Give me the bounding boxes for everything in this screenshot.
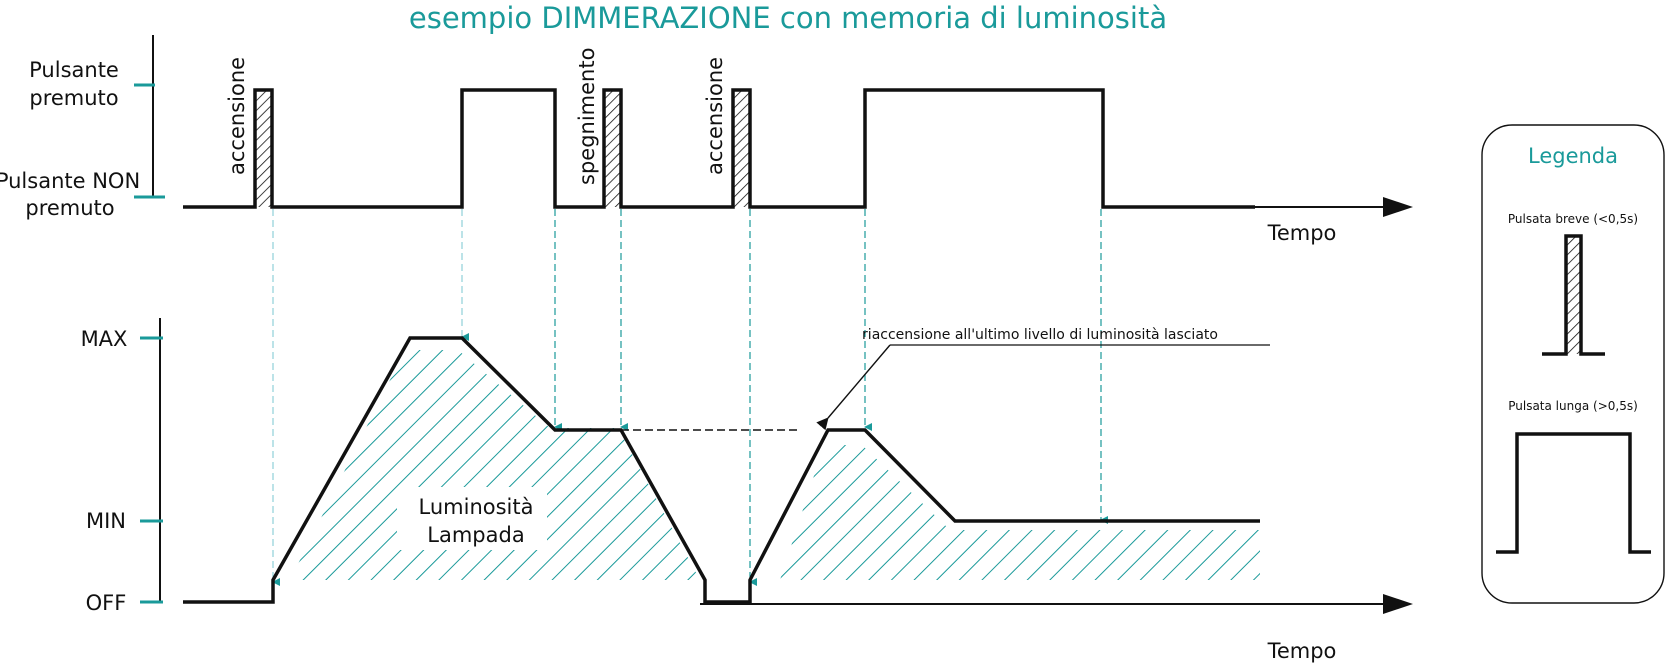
legend-title: Legenda	[1528, 144, 1618, 168]
area-label-bg	[397, 487, 547, 550]
legend: Legenda Pulsata breve (<0,5s) Pulsata lu…	[1481, 124, 1665, 604]
brightness-area-1	[290, 350, 700, 580]
label-pressed-line2: premuto	[29, 86, 118, 110]
bottom-time-arrow	[1383, 594, 1413, 614]
label-not-pressed-line1: Pulsante NON	[0, 169, 140, 193]
memory-annotation: riaccensione all'ultimo livello di lumin…	[862, 327, 1218, 343]
event-label-on-1: accensione	[225, 57, 249, 175]
legend-short-press-label: Pulsata breve (<0,5s)	[1508, 212, 1638, 226]
short-press-3	[733, 90, 750, 207]
brightness-line	[183, 336, 1260, 604]
legend-short-press-hatch	[1566, 236, 1581, 354]
button-signal-chart: Pulsante premuto Pulsante NON premuto Te…	[0, 35, 1413, 245]
event-label-off: spegnimento	[575, 48, 599, 185]
button-signal-line	[183, 88, 1255, 209]
area-label-line1: Luminosità	[419, 495, 534, 519]
legend-short-press-shape	[1542, 234, 1605, 356]
short-press-1	[255, 90, 272, 207]
area-label-line2: Lampada	[427, 523, 524, 547]
top-x-label: Tempo	[1267, 221, 1337, 245]
diagram-title: esempio DIMMERAZIONE con memoria di lumi…	[409, 1, 1167, 35]
short-press-2	[604, 90, 621, 207]
bottom-x-label: Tempo	[1267, 639, 1337, 663]
brightness-area-2	[780, 445, 1260, 580]
label-off: OFF	[86, 591, 127, 615]
label-max: MAX	[81, 327, 128, 351]
legend-long-press-shape	[1496, 432, 1651, 554]
annotation-arrow	[816, 344, 891, 431]
legend-long-press-label: Pulsata lunga (>0,5s)	[1508, 399, 1638, 413]
legend-box	[1481, 124, 1665, 604]
brightness-chart: MAX MIN OFF Luminosità Lampada riaccensi…	[81, 318, 1413, 663]
timing-guides	[272, 209, 1108, 586]
top-time-arrow	[1383, 197, 1413, 217]
label-min: MIN	[86, 509, 126, 533]
label-not-pressed-line2: premuto	[25, 196, 114, 220]
event-label-on-2: accensione	[703, 57, 727, 175]
label-pressed-line1: Pulsante	[29, 58, 119, 82]
